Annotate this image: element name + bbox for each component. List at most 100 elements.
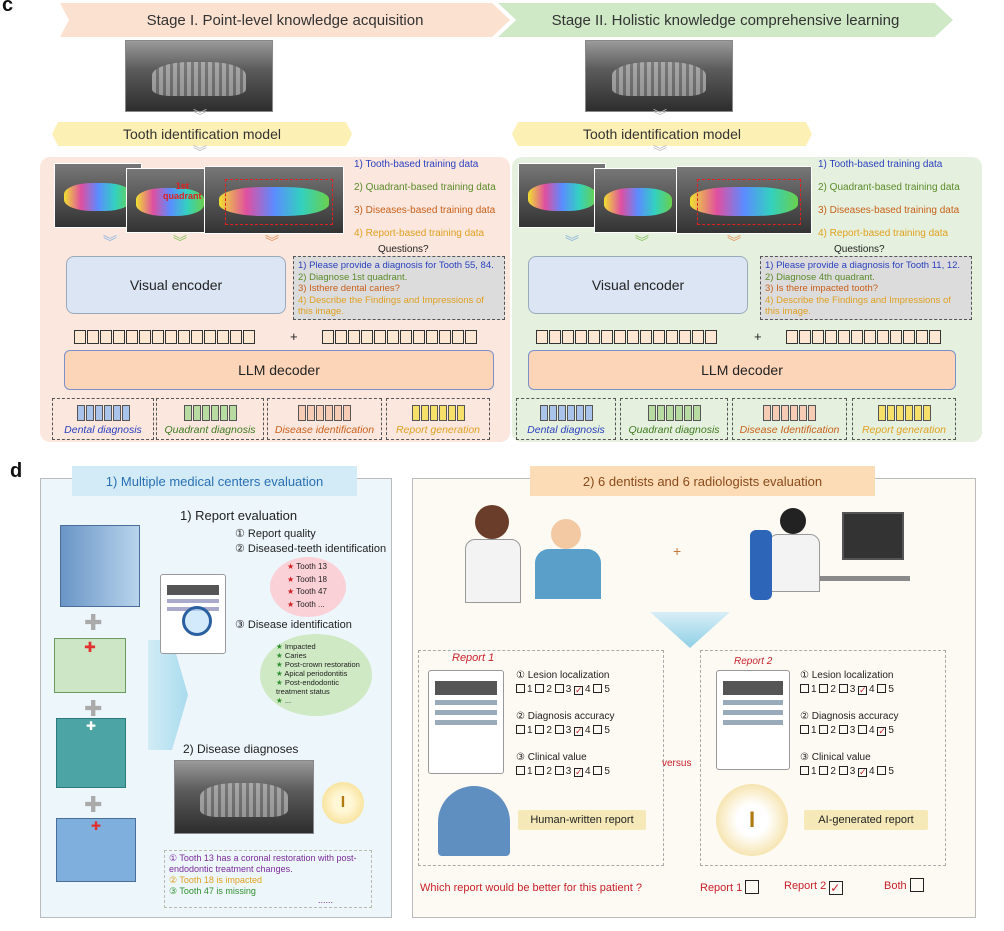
teeth-bubble bbox=[270, 557, 346, 617]
chevron-down-icon: ︾ bbox=[565, 234, 579, 250]
question-line: 2) Diagnose 1st quadrant. bbox=[298, 271, 408, 283]
panel-label-c: c bbox=[2, 0, 14, 16]
question-line: 2) Diagnose 4th quadrant. bbox=[765, 271, 875, 283]
text-tokens bbox=[786, 330, 941, 344]
hospital-icon: ✚ bbox=[54, 638, 126, 693]
training-item: 3) Diseases-based training data bbox=[354, 205, 496, 216]
doctor-icon bbox=[438, 786, 510, 856]
score-row[interactable]: 1 2 3 4 ✓5 bbox=[800, 725, 946, 736]
ai-report-label: AI-generated report bbox=[804, 810, 928, 830]
training-item: 4) Report-based training data bbox=[354, 228, 485, 239]
stage2-banner: Stage II. Holistic knowledge comprehensi… bbox=[498, 3, 953, 37]
choice-report2[interactable]: Report 2 ✓ bbox=[784, 880, 845, 895]
question-line: 1) Please provide a diagnosis for Tooth … bbox=[298, 260, 494, 271]
criterion-label: ① Lesion localization bbox=[800, 670, 894, 681]
plus-sign: + bbox=[290, 329, 298, 344]
segmented-xray bbox=[676, 166, 812, 234]
training-item: 3) Diseases-based training data bbox=[818, 205, 960, 216]
choice-report1[interactable]: Report 1 bbox=[700, 880, 761, 894]
chevron-down-icon: ︾ bbox=[265, 234, 279, 250]
disease-list: ★ Impacted ★ Caries ★ Post-crown restora… bbox=[276, 642, 368, 705]
plus-sign: + bbox=[754, 329, 762, 344]
diagnosis-xray bbox=[174, 760, 314, 834]
stage2-title: Stage II. Holistic knowledge comprehensi… bbox=[551, 11, 900, 29]
finding-line: ③ Tooth 47 is missing bbox=[169, 886, 256, 896]
stage1-title: Stage I. Point-level knowledge acquisiti… bbox=[146, 11, 424, 29]
criterion-label: ③ Clinical value bbox=[516, 752, 587, 763]
score-row[interactable]: 1 2 3 ✓4 5 bbox=[516, 684, 662, 695]
d1-title: 1) Multiple medical centers evaluation bbox=[105, 473, 324, 489]
chevron-down-icon: ︾ bbox=[653, 144, 667, 160]
hospital-icon bbox=[60, 525, 140, 607]
findings-box: ① Tooth 13 has a coronal restoration wit… bbox=[164, 850, 372, 908]
questions-title: Questions? bbox=[834, 244, 885, 255]
d2-header: 2) 6 dentists and 6 radiologists evaluat… bbox=[530, 466, 875, 496]
score-row[interactable]: 1 2 3 ✓4 5 bbox=[800, 766, 946, 777]
d2-title: 2) 6 dentists and 6 radiologists evaluat… bbox=[582, 473, 823, 489]
eval-item: ② Diseased-teeth identification bbox=[235, 543, 387, 555]
chevron-down-icon: ︾ bbox=[103, 234, 117, 250]
question-line: 3) Isthere dental caries? bbox=[298, 283, 400, 294]
report-document-icon bbox=[716, 670, 790, 770]
visual-tokens bbox=[536, 330, 717, 344]
question-line: 3) Is there impacted tooth? bbox=[765, 283, 879, 294]
disease-item: ★ Caries bbox=[276, 651, 307, 660]
training-legend-2: 1) Tooth-based training data 2) Quadrant… bbox=[818, 159, 978, 251]
ai-tooth-icon: I bbox=[322, 782, 364, 824]
training-item: 1) Tooth-based training data bbox=[354, 159, 479, 170]
radiologist-illustration bbox=[750, 500, 910, 605]
training-item: 2) Quadrant-based training data bbox=[818, 182, 960, 193]
question-box-1: 1) Please provide a diagnosis for Tooth … bbox=[293, 256, 505, 320]
visual-tokens bbox=[74, 330, 255, 344]
ai-tooth-icon: I bbox=[716, 784, 788, 856]
criterion-label: ② Diagnosis accuracy bbox=[800, 711, 899, 722]
visual-encoder-label: Visual encoder bbox=[129, 277, 223, 293]
disease-item: ★ Post-endodontic treatment status bbox=[276, 678, 340, 696]
finding-line: ② Tooth 18 is impacted bbox=[169, 875, 262, 885]
score-row[interactable]: 1 2 3 ✓4 5 bbox=[800, 684, 946, 695]
tooth-model-banner-1: Tooth identification model bbox=[52, 122, 352, 146]
tooth-item: ★ Tooth ... bbox=[287, 599, 325, 609]
text-tokens bbox=[322, 330, 477, 344]
chevron-down-icon: ︾ bbox=[727, 234, 741, 250]
report1-label: Report 1 bbox=[452, 652, 495, 664]
question-line: 4) Describe the Findings and Impressions… bbox=[298, 294, 484, 318]
visual-encoder-box: Visual encoder bbox=[528, 256, 748, 314]
plus-icon: ✚ bbox=[84, 792, 103, 817]
llm-decoder-label: LLM decoder bbox=[238, 362, 320, 378]
llm-decoder-box: LLM decoder bbox=[64, 350, 494, 390]
criterion-label: ① Lesion localization bbox=[516, 670, 610, 681]
output-disease-identification: Disease Identification bbox=[732, 398, 847, 440]
d1-header: 1) Multiple medical centers evaluation bbox=[72, 466, 357, 496]
report2-frame bbox=[700, 650, 946, 866]
disease-item: ★ Impacted bbox=[276, 642, 316, 651]
training-item: 2) Quadrant-based training data bbox=[354, 182, 496, 193]
tooth-item: ★ Tooth 18 bbox=[287, 574, 327, 584]
report1-scores: ① Lesion localization 1 2 3 ✓4 5 ② Diagn… bbox=[516, 670, 662, 777]
segmented-xray bbox=[594, 168, 682, 233]
output-report-generation: Report generation bbox=[386, 398, 490, 440]
versus-label: versus bbox=[662, 758, 692, 769]
question-line: 4) Describe the Findings and Impressions… bbox=[765, 294, 951, 318]
diagnoses-title: 2) Disease diagnoses bbox=[183, 742, 299, 756]
tooth-model-label: Tooth identification model bbox=[123, 126, 281, 142]
preference-question: Which report would be better for this pa… bbox=[420, 882, 642, 894]
score-row[interactable]: 1 2 3 ✓4 5 bbox=[516, 725, 662, 736]
disease-bubble bbox=[260, 634, 372, 716]
output-dental-diagnosis: Dental diagnosis bbox=[516, 398, 616, 440]
segmented-xray bbox=[204, 166, 344, 234]
llm-decoder-box: LLM decoder bbox=[528, 350, 956, 390]
disease-item: ★ ... bbox=[276, 696, 292, 705]
choice-both[interactable]: Both bbox=[884, 878, 926, 892]
llm-decoder-label: LLM decoder bbox=[701, 362, 783, 378]
tooth-model-banner-2: Tooth identification model bbox=[512, 122, 812, 146]
disease-id-title: ③ Disease identification bbox=[235, 619, 352, 631]
training-item: 4) Report-based training data bbox=[818, 228, 949, 239]
score-row[interactable]: 1 2 3 ✓4 5 bbox=[516, 766, 662, 777]
hospital-icon: ✚ bbox=[56, 718, 126, 788]
questions-title: Questions? bbox=[378, 244, 429, 255]
training-legend-1: 1) Tooth-based training data 2) Quadrant… bbox=[354, 159, 504, 251]
output-quadrant-diagnosis: Quadrant diagnosis bbox=[620, 398, 728, 440]
